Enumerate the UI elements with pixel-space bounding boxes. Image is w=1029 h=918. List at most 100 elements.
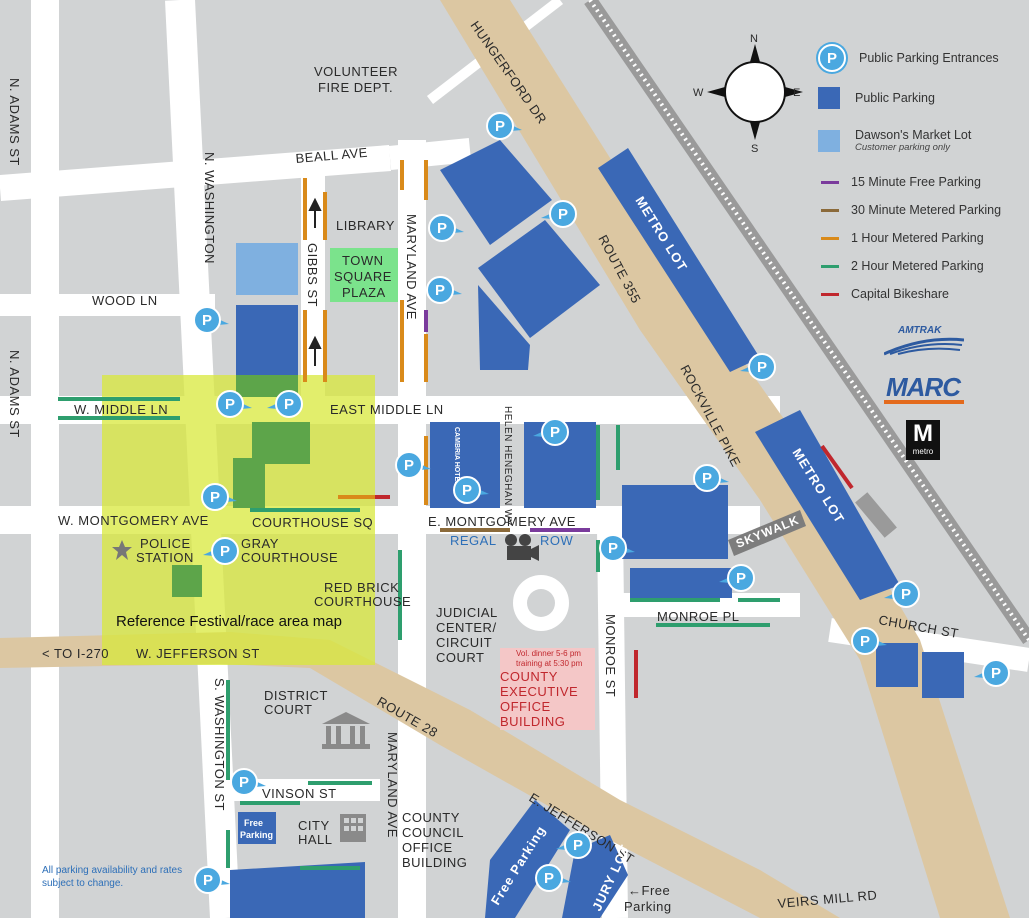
parking-entrance-pin[interactable]: P xyxy=(533,418,569,446)
legend-2hr: 2 Hour Metered Parking xyxy=(818,259,984,273)
parking-entrance-pin[interactable]: P xyxy=(201,483,237,511)
label-council-4: BUILDING xyxy=(402,855,467,870)
label-east-middle-ln: EAST MIDDLE LN xyxy=(330,402,444,417)
compass-north-arrow-icon xyxy=(750,44,760,62)
min15-swatch xyxy=(821,180,839,184)
parking-entrance-pin[interactable]: P xyxy=(740,353,776,381)
parking-pin-glyph: P xyxy=(435,282,445,299)
bikeshare-swatch xyxy=(821,292,839,296)
parking-pin-glyph: P xyxy=(284,396,294,413)
skywalk xyxy=(728,510,806,556)
parking-pin-glyph: P xyxy=(202,312,212,329)
parking-pin-icon xyxy=(275,390,303,418)
label-police-2: STATION xyxy=(136,550,194,565)
compass-w: W xyxy=(693,87,704,99)
disclaimer: All parking availability and rates subje… xyxy=(42,865,183,889)
label-plaza-1: TOWN xyxy=(342,253,383,268)
parking-pin-glyph: P xyxy=(544,870,554,887)
parking-pin-icon xyxy=(851,627,879,655)
label-gray-1: GRAY xyxy=(241,536,279,551)
parking-pin-glyph: P xyxy=(757,359,767,376)
exec-note-2: training at 5:30 pm xyxy=(516,659,583,668)
label-district-2: COURT xyxy=(264,702,312,717)
parking-entrance-pin[interactable]: P xyxy=(884,580,920,608)
parking-lot-metro xyxy=(598,148,760,372)
label-council-3: OFFICE xyxy=(402,840,453,855)
legend-1hr: 1 Hour Metered Parking xyxy=(818,231,984,245)
label-e-montgomery-ave: E. MONTGOMERY AVE xyxy=(428,514,576,529)
parking-entrance-pin[interactable]: P xyxy=(428,214,464,242)
label-council-2: COUNCIL xyxy=(402,825,464,840)
label-wood-ln: WOOD LN xyxy=(92,293,158,308)
parking-entrance-pin[interactable]: P xyxy=(203,537,239,565)
marc-logo: MARC xyxy=(886,372,961,402)
legend-2hr-label: 2 Hour Metered Parking xyxy=(851,259,984,273)
label-volunteer: VOLUNTEER xyxy=(314,64,398,79)
parking-entrance-pin[interactable]: P xyxy=(851,627,887,655)
parking-pin-icon xyxy=(549,200,577,228)
parking-entrance-pin[interactable]: P xyxy=(395,451,431,479)
label-free-parking-small-1: Free xyxy=(244,818,263,828)
bikeshare xyxy=(820,444,854,490)
legend-entrances: P Public Parking Entrances xyxy=(818,44,999,72)
parking-pin-glyph: P xyxy=(558,206,568,223)
parking-entrance-pin[interactable]: P xyxy=(535,864,571,892)
parking-entrance-pin[interactable]: P xyxy=(599,534,635,562)
label-courthouse-sq: COURTHOUSE SQ xyxy=(252,515,373,530)
festival-lots xyxy=(172,375,310,597)
parking-entrance-pin[interactable]: P xyxy=(453,476,489,504)
label-vinson-st: VINSON ST xyxy=(262,786,337,801)
label-judicial-3: CIRCUIT xyxy=(436,635,492,650)
parking-entrance-pin[interactable]: P xyxy=(267,390,303,418)
parking-entrance-pin[interactable]: P xyxy=(194,866,230,894)
label-library: LIBRARY xyxy=(336,218,395,233)
parking-pin-glyph: P xyxy=(550,424,560,441)
legend-15min: 15 Minute Free Parking xyxy=(818,175,981,189)
parking-pin-icon: P xyxy=(818,44,846,72)
parking-entrance-pin[interactable]: P xyxy=(556,831,592,859)
label-council-1: COUNTY xyxy=(402,810,460,825)
label-n-washington: N. WASHINGTON xyxy=(202,152,217,264)
parking-pin-icon xyxy=(564,831,592,859)
parking-pin-glyph: P xyxy=(239,774,249,791)
label-gibbs-st: GIBBS ST xyxy=(305,243,320,307)
festival-lot xyxy=(252,422,310,464)
exec-line-2: EXECUTIVE xyxy=(500,684,578,699)
label-helen-heneghan-wy: HELEN HENEGHAN WY xyxy=(502,406,513,526)
parking-entrance-pin[interactable]: P xyxy=(974,659,1010,687)
compass-east-arrow-icon xyxy=(785,87,803,97)
label-plaza-2: SQUARE xyxy=(334,269,392,284)
parking-lot-metro xyxy=(755,410,900,600)
parking-entrance-pin[interactable]: P xyxy=(216,390,252,418)
railway xyxy=(584,0,1029,644)
parking-entrance-pin[interactable]: P xyxy=(193,306,229,334)
parking-pin-glyph: P xyxy=(210,489,220,506)
parking-pin-icon xyxy=(892,580,920,608)
legend-30min: 30 Minute Metered Parking xyxy=(818,203,1001,217)
label-n-adams-st: N. ADAMS ST xyxy=(7,78,22,166)
parking-pin-glyph: P xyxy=(220,543,230,560)
arrow-icon xyxy=(308,335,322,349)
town-square-plaza xyxy=(330,248,398,302)
legend-dawsons-sub: Customer parking only xyxy=(855,142,951,153)
dawsons-swatch xyxy=(818,129,840,152)
parking-entrance-pin[interactable]: P xyxy=(230,768,266,796)
legend-bikeshare-label: Capital Bikeshare xyxy=(851,287,949,301)
parking-entrance-pin[interactable]: P xyxy=(693,464,729,492)
parking-pin-icon xyxy=(194,866,222,894)
parking-pin-icon xyxy=(748,353,776,381)
parking-pin-icon xyxy=(693,464,721,492)
parking-entrance-pin[interactable]: P xyxy=(541,200,577,228)
parking-pin-icon xyxy=(426,276,454,304)
parking-pin-icon xyxy=(486,112,514,140)
compass-south-arrow-icon xyxy=(750,122,760,140)
festival-area xyxy=(102,375,375,665)
parking-entrance-pin[interactable]: P xyxy=(719,564,755,592)
compass-s: S xyxy=(751,143,759,155)
parking-entrance-pin[interactable]: P xyxy=(486,112,522,140)
label-maryland-ave: MARYLAND AVE xyxy=(404,214,419,320)
parking-pin-glyph: P xyxy=(702,470,712,487)
parking-entrance-pin[interactable]: P xyxy=(426,276,462,304)
